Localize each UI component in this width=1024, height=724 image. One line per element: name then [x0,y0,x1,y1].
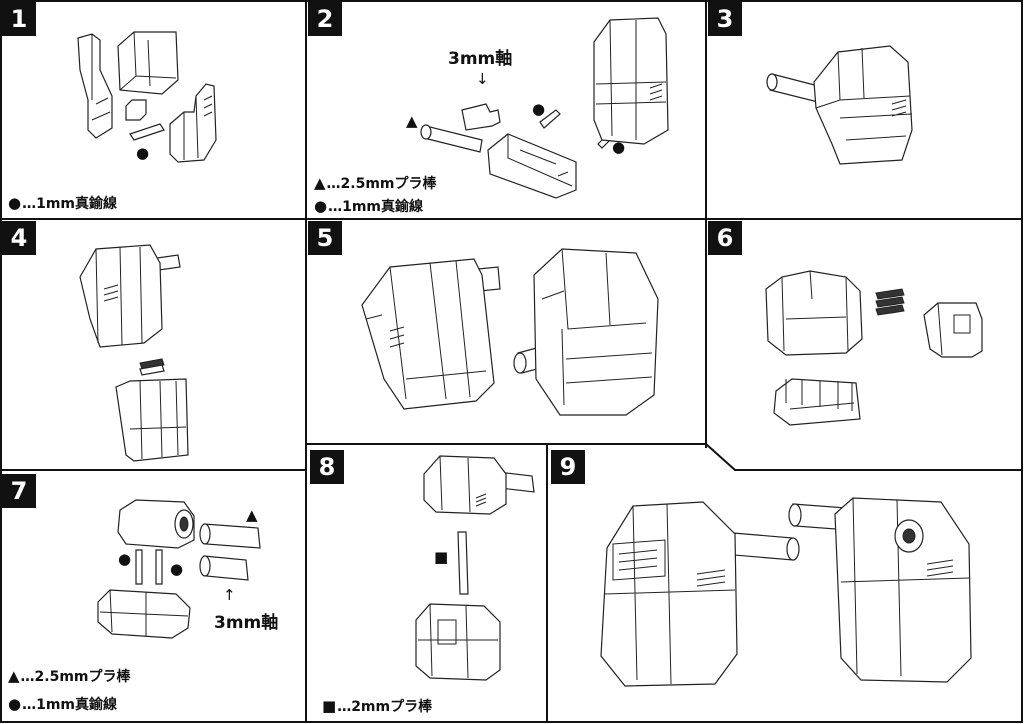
legend-line: ●…1mm真鍮線 [8,193,117,213]
legend-text: …2.5mmプラ棒 [326,176,437,192]
step-number: 5 [308,221,342,255]
legend-text: …2.5mmプラ棒 [20,669,131,685]
plastic-rod-marker: ▲ [246,506,258,524]
legend-symbol: ▲ [314,174,326,192]
arrow-down-icon: ↓ [476,70,489,88]
step-number: 4 [2,221,36,255]
legend-line: ▲…2.5mmプラ棒 [314,173,437,193]
part-illustration-step-3 [706,0,1022,219]
step-number: 8 [310,450,344,484]
shaft-callout: 3mm軸 [448,49,513,69]
plastic-rod-marker: ▲ [406,112,418,130]
legend-symbol: ▲ [8,667,20,685]
step-panel-5: 5 [306,219,706,444]
brass-wire-marker: ● [170,560,184,578]
part-illustration-step-4 [0,219,306,470]
brass-wire-marker: ● [136,144,150,162]
step-number: 6 [708,221,742,255]
step-number: 2 [308,2,342,36]
legend-symbol: ● [8,695,22,713]
brass-wire-marker: ● [532,100,546,118]
step-panel-8: 8 ■ ■…2mmプラ棒 [306,444,547,722]
part-illustration-step-1 [0,0,306,219]
step-panel-3: 3 [706,0,1022,219]
legend-text: …1mm真鍮線 [328,199,424,215]
legend-text: …1mm真鍮線 [22,196,118,212]
part-illustration-step-6 [706,219,1022,470]
part-illustration-step-2 [306,0,706,219]
step-number: 9 [551,450,585,484]
step-panel-9: 9 [547,444,1022,722]
legend-symbol: ● [314,197,328,215]
step-panel-4: 4 [0,219,306,470]
legend-line: ▲…2.5mmプラ棒 [8,666,131,686]
part-illustration-step-8 [306,444,547,722]
part-illustration-step-5 [306,219,706,444]
step-number: 3 [708,2,742,36]
plastic-rod-marker: ■ [434,548,449,566]
part-illustration-step-7 [0,470,306,722]
legend-line: ●…1mm真鍮線 [314,196,423,216]
legend-text: …2mmプラ棒 [337,699,433,715]
step-panel-6: 6 [706,219,1022,470]
step-panel-7: 7 ▲ ● ● ↑ 3mm軸 ▲…2.5mmプラ棒 ●…1mm [0,470,306,722]
step-panel-2: 2 3mm軸 ↓ ▲ ● ● ▲…2.5mmプラ棒 ●…1mm真鍮線 [306,0,706,219]
brass-wire-marker: ● [118,550,132,568]
legend-symbol: ● [8,194,22,212]
step-number: 7 [2,474,36,508]
legend-text: …1mm真鍮線 [22,697,118,713]
legend-line: ●…1mm真鍮線 [8,694,117,714]
arrow-up-icon: ↑ [223,586,236,604]
step-panel-1: 1 ● ●…1mm真鍮線 [0,0,306,219]
legend-symbol: ■ [322,697,337,715]
brass-wire-marker: ● [612,138,626,156]
shaft-callout: 3mm軸 [214,613,279,633]
legend-line: ■…2mmプラ棒 [322,696,432,716]
step-number: 1 [2,2,36,36]
part-illustration-step-9 [547,444,1022,722]
